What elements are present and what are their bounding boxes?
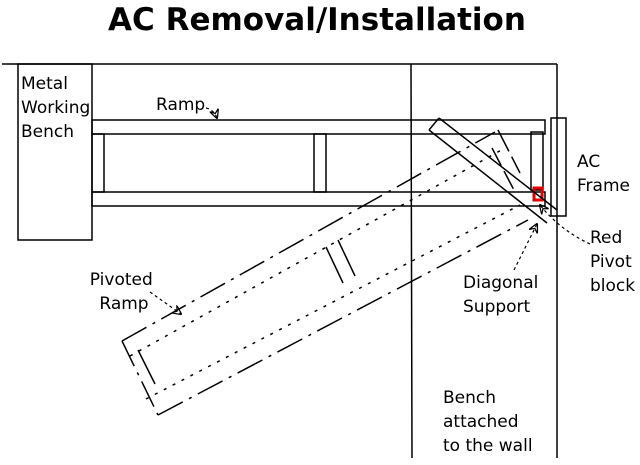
red-pivot-block-arrow [540,205,591,245]
pivoted-ramp-arrow [149,291,181,314]
ramp-label: Ramp [156,95,205,115]
red-pivot-block [532,186,544,202]
ramp-horizontal [91,119,546,207]
ramp-arrow [205,107,217,118]
ac-frame [550,117,567,217]
diagonal-support-arrow [513,224,537,271]
diagram-title: AC Removal/Installation [108,2,526,38]
bench-label: Metal Working Bench [21,74,96,142]
ac-frame-label: AC Frame [577,152,630,196]
pivoted-ramp-label: Pivoted Ramp [90,270,158,314]
diagonal-support [428,117,558,224]
wall-bench-label: Bench attached to the wall [443,388,533,456]
pivoted-ramp [121,129,529,416]
red-pivot-block-label: Red Pivot block [590,228,637,296]
diagonal-support-label: Diagonal Support [463,273,544,317]
wall-bench-line [410,63,413,459]
